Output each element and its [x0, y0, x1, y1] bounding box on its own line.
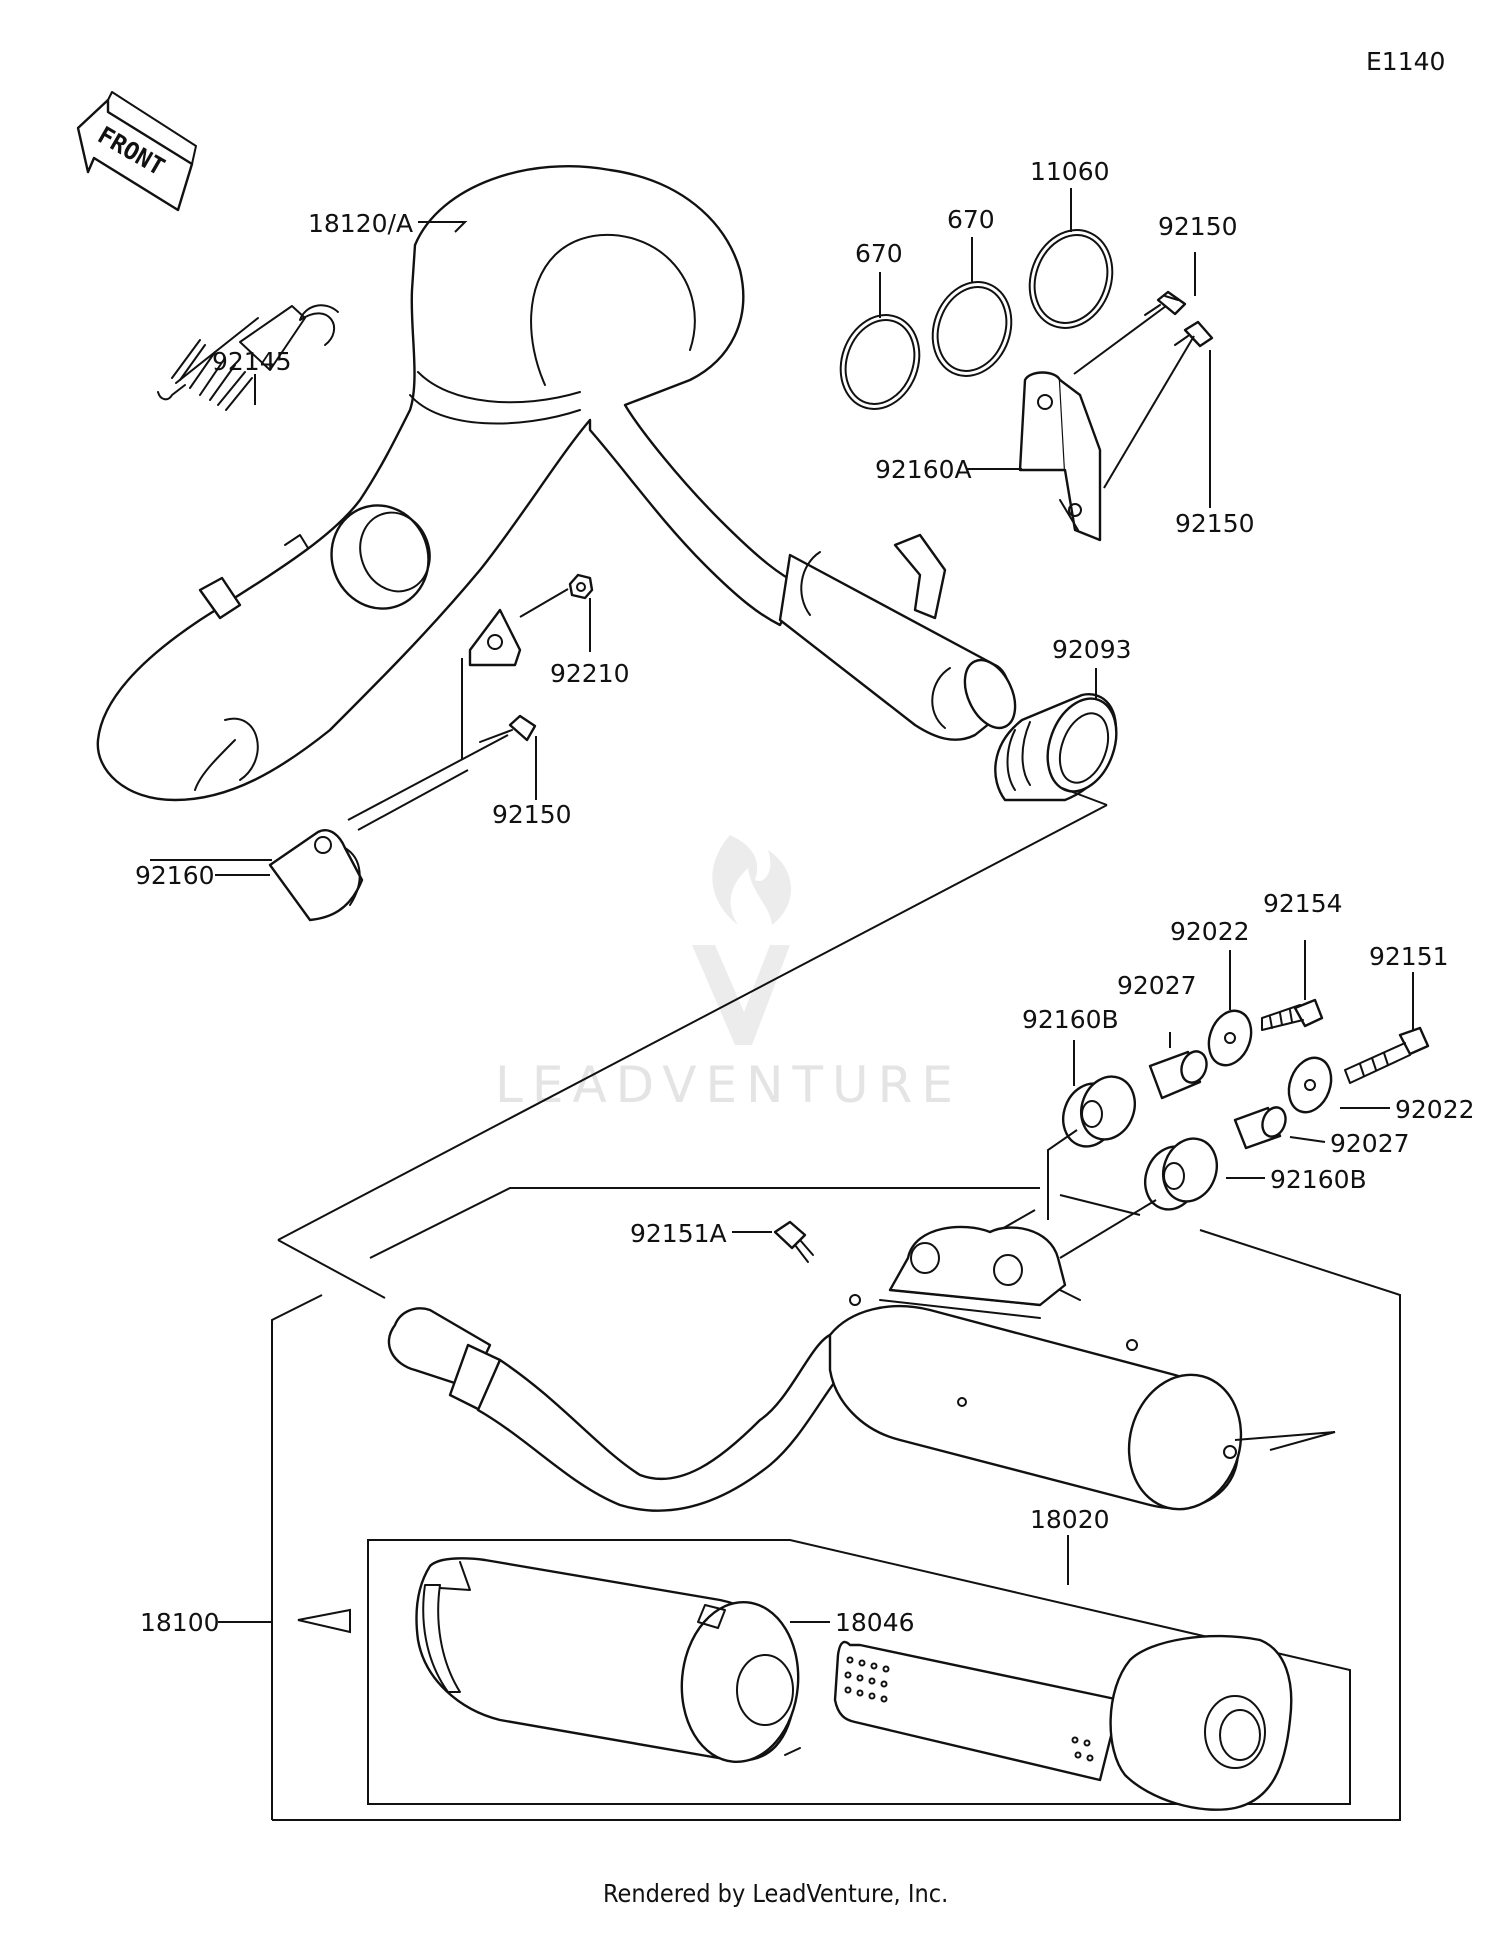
- label-92022-a: 92022: [1170, 917, 1250, 946]
- grommet-92160B-b: [1144, 1137, 1218, 1211]
- label-92027-a: 92027: [1117, 971, 1197, 1000]
- footer-credit: Rendered by LeadVenture, Inc.: [603, 1879, 948, 1908]
- label-18046: 18046: [835, 1608, 915, 1637]
- label-92150-c: 92150: [492, 800, 572, 829]
- label-92160A: 92160A: [875, 455, 972, 484]
- bolt-92150-a: [1144, 290, 1187, 316]
- washer-92022-a: [1207, 1009, 1253, 1067]
- perforation-dots: [844, 1656, 1094, 1762]
- bolt-92154: [1261, 998, 1324, 1031]
- gasket-670-a: [839, 314, 921, 410]
- label-11060: 11060: [1030, 157, 1110, 186]
- washer-92022-b: [1287, 1056, 1333, 1114]
- bracket-92160A: [1018, 371, 1102, 542]
- watermark-text: LEADVENTURE: [495, 1056, 962, 1114]
- bolt-92150-b: [1174, 320, 1214, 348]
- label-92022-b: 92022: [1395, 1095, 1475, 1124]
- label-18120A: 18120/A: [308, 209, 413, 238]
- leadventure-watermark: LEADVENTURE: [495, 835, 962, 1114]
- label-92093: 92093: [1052, 635, 1132, 664]
- diagram-code: E1140: [1366, 47, 1445, 76]
- muffler-18100: [387, 1225, 1336, 1512]
- silencer-insert-18020: [833, 1634, 1293, 1811]
- collar-92027-a: [1148, 1050, 1208, 1100]
- label-92145: 92145: [212, 347, 292, 376]
- label-92151: 92151: [1369, 942, 1449, 971]
- guard-92160: [268, 829, 364, 922]
- gasket-11060: [1028, 229, 1114, 329]
- packing-18046: [415, 1557, 801, 1764]
- label-92027-b: 92027: [1330, 1129, 1410, 1158]
- spring-92145: [157, 304, 339, 411]
- grommet-92160B-a: [1062, 1075, 1136, 1148]
- label-670-a: 670: [855, 239, 903, 268]
- label-92210: 92210: [550, 659, 630, 688]
- label-92151A: 92151A: [630, 1219, 727, 1248]
- label-92150-a: 92150: [1158, 212, 1238, 241]
- label-92160: 92160: [135, 861, 215, 890]
- bolt-92151A: [773, 1220, 814, 1263]
- collar-92027-b: [1233, 1106, 1287, 1150]
- bolt-92151: [1344, 1026, 1430, 1084]
- bolt-92150-c: [479, 714, 537, 743]
- exhaust-pipe-18120: [96, 165, 1017, 802]
- label-92154: 92154: [1263, 889, 1343, 918]
- front-arrow-icon: FRONT: [76, 91, 197, 212]
- label-18020: 18020: [1030, 1505, 1110, 1534]
- label-92160B-a: 92160B: [1022, 1005, 1119, 1034]
- gasket-670-b: [931, 281, 1013, 377]
- nut-92210: [568, 573, 594, 600]
- label-92150-b: 92150: [1175, 509, 1255, 538]
- label-18100: 18100: [140, 1608, 220, 1637]
- label-92160B-b: 92160B: [1270, 1165, 1367, 1194]
- label-670-b: 670: [947, 205, 995, 234]
